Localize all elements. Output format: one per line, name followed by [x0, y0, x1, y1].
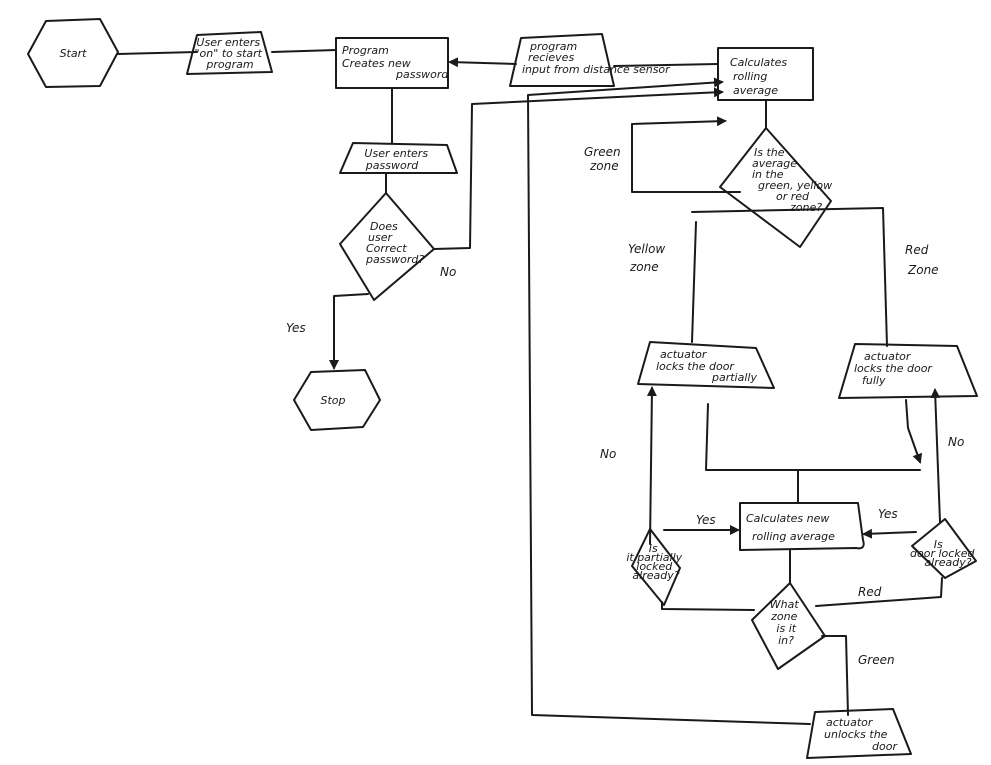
program-creates-password-box [335, 37, 449, 89]
yes-full-label: Yes [878, 507, 898, 521]
stop-terminal [293, 369, 381, 431]
actuator-locks-fully-box [838, 343, 978, 399]
calculates-rolling-average-label: Calculates rolling average [730, 56, 791, 97]
red-what-zone-label: Red [858, 585, 882, 599]
yes-partial-label: Yes [696, 513, 716, 527]
zone-decision-label: Is the average in the green, yellow or r… [752, 146, 836, 214]
actuator-locks-fully-label: actuator locks the door fully [854, 350, 935, 387]
start-terminal [27, 18, 119, 88]
password-decision-label: Does user Correct password? [365, 220, 424, 266]
edge-partial-check-no [646, 386, 657, 545]
calculates-new-rolling-average-box [739, 502, 865, 551]
edge-door-check-yes [862, 528, 917, 539]
user-enters-on-box [186, 31, 273, 75]
what-zone-label: What zone is it in? [770, 598, 802, 647]
edge-partial-to-merge [705, 403, 921, 471]
is-it-partially-locked-diamond [631, 528, 681, 606]
program-receives-input-label: program recieves input from distance sen… [522, 40, 671, 76]
actuator-locks-partially-box [637, 341, 775, 389]
edge-labels: No Yes Green zone Yellow zone Red Zone N… [286, 145, 964, 667]
yellow-zone-label: Yellow zone [628, 242, 669, 274]
node-labels: Start User enters "on" to start program … [60, 36, 978, 753]
shapes [27, 18, 978, 759]
actuator-locks-partially-label: actuator locks the door partially [656, 348, 757, 384]
user-enters-password-label: User enters password [364, 147, 431, 172]
is-door-locked-label: Is door locked already? [910, 538, 978, 569]
connectors [117, 49, 943, 725]
edge-to-yellow-action [691, 221, 697, 343]
edge-door-check-no [930, 388, 941, 523]
is-door-locked-diamond [911, 518, 977, 579]
what-zone-diamond [751, 582, 826, 670]
actuator-unlocks-box [806, 708, 912, 759]
edge-what-zone-yellow [661, 601, 755, 611]
green-zone-label: Green zone [584, 145, 624, 173]
is-it-partially-locked-label: Is it partially locked already? [626, 542, 685, 582]
program-receives-input-box [509, 33, 615, 87]
program-creates-password-label: Program Creates new password [342, 44, 449, 81]
calculates-rolling-average-box [717, 47, 814, 101]
edge-start-to-user-enters [117, 51, 198, 55]
edge-fully-to-merge [905, 399, 923, 464]
edge-what-zone-green [821, 635, 849, 716]
edge-decision-no-loop [433, 87, 724, 250]
yes-password-label: Yes [286, 321, 306, 335]
green-what-zone-label: Green [858, 653, 895, 667]
edge-what-zone-red [815, 577, 943, 607]
edge-zone-to-red-yellow [691, 207, 888, 347]
edge-unlock-loop [527, 77, 811, 725]
calculates-new-rolling-average-label: Calculates new rolling average [746, 512, 835, 543]
actuator-unlocks-label: actuator unlocks the door [824, 716, 898, 753]
password-decision-diamond [339, 192, 435, 301]
user-enters-password-box [339, 142, 458, 174]
edge-green-zone-loop [631, 116, 741, 193]
zone-decision-diamond [719, 127, 832, 248]
no-partial-label: No [600, 447, 616, 461]
edge-decision-yes-to-stop [329, 293, 369, 370]
edge-sensor-to-program [448, 57, 517, 68]
stop-label: Stop [320, 394, 345, 407]
edge-sensor-to-calculates [613, 63, 719, 67]
start-label: Start [60, 47, 88, 60]
no-full-label: No [948, 435, 964, 449]
edge-user-enters-to-program [271, 49, 337, 53]
user-enters-on-label: User enters "on" to start program [195, 36, 266, 71]
no-password-label: No [440, 265, 456, 279]
red-zone-label: Red Zone [905, 243, 939, 277]
